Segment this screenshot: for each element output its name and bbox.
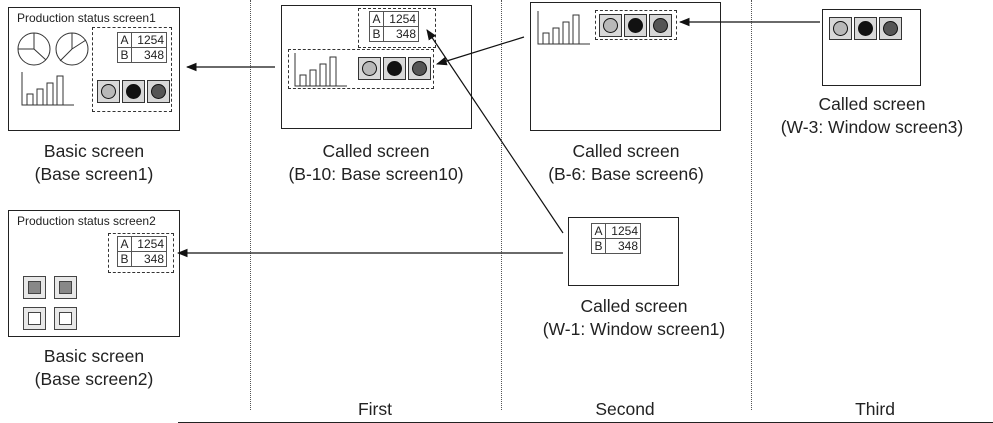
lamp-black [387, 61, 402, 76]
lamp-icon [879, 17, 902, 40]
bar-graph-icon [294, 53, 347, 87]
lamp-icon [147, 80, 170, 103]
lamp-dark [883, 21, 898, 36]
lamp-icon [599, 14, 622, 37]
caption-w3-line1: Called screen [818, 94, 926, 114]
lamp-icon [624, 14, 647, 37]
caption-b6-line2: (B-6: Base screen6) [548, 164, 704, 184]
switch-inner [28, 312, 41, 325]
caption-w1-line1: Called screen [580, 296, 688, 316]
row-b-value: 348 [383, 26, 419, 42]
lamp-icon [122, 80, 145, 103]
bar-graph-icon [21, 72, 74, 106]
screen-title: Production status screen2 [17, 214, 156, 228]
lamp-dark [653, 18, 668, 33]
data-display-group [108, 233, 174, 273]
data-display-group [92, 27, 172, 112]
switch-icon [23, 307, 46, 330]
column-divider-first [250, 0, 251, 410]
caption-base1-line1: Basic screen [43, 141, 145, 161]
lamp-icon [854, 17, 877, 40]
row-a-value: 1254 [383, 11, 419, 27]
lamp-icon [829, 17, 852, 40]
arrow-icon [435, 36, 525, 66]
lamp-light [833, 21, 848, 36]
lamp-black [126, 84, 141, 99]
bar-graph-icon [537, 11, 590, 45]
switch-icon [54, 307, 77, 330]
lamp-icon [97, 80, 120, 103]
caption-b10-line2: (B-10: Base screen10) [288, 164, 464, 184]
called-screen-w3 [822, 9, 921, 86]
caption-w1-line2: (W-1: Window screen1) [542, 319, 726, 339]
lamp-group [595, 10, 677, 40]
switch-inner [28, 281, 41, 294]
graph-lamp-group [288, 49, 434, 89]
lamp-icon [649, 14, 672, 37]
column-divider-third [751, 0, 752, 410]
lamp-icon [383, 57, 406, 80]
lamp-icon [408, 57, 431, 80]
switch-inner [59, 312, 72, 325]
pie-chart-icon [17, 32, 89, 66]
column-header-third: Third [855, 399, 895, 419]
row-b-value: 348 [605, 238, 641, 254]
caption-base1-line2: (Base screen1) [34, 164, 154, 184]
caption-w3-line2: (W-3: Window screen3) [780, 117, 964, 137]
row-b-label: B [117, 47, 132, 63]
switch-icon [54, 276, 77, 299]
switch-inner [59, 281, 72, 294]
row-b-value: 348 [131, 47, 167, 63]
lamp-light [362, 61, 377, 76]
data-display-group [358, 8, 436, 48]
screen-title: Production status screen1 [17, 11, 156, 25]
lamp-light [603, 18, 618, 33]
lamp-black [858, 21, 873, 36]
caption-base2-line2: (Base screen2) [34, 369, 154, 389]
column-header-second: Second [595, 399, 655, 419]
lamp-dark [151, 84, 166, 99]
caption-base2-line1: Basic screen [43, 346, 145, 366]
arrow-icon [426, 29, 564, 234]
lamp-icon [358, 57, 381, 80]
lamp-black [628, 18, 643, 33]
column-header-first: First [357, 399, 393, 419]
row-a-value: 1254 [131, 32, 167, 48]
lamp-light [101, 84, 116, 99]
caption-b6-line1: Called screen [572, 141, 680, 161]
lamp-dark [412, 61, 427, 76]
column-divider-second [501, 0, 502, 410]
row-b-value: 348 [131, 251, 167, 267]
switch-icon [23, 276, 46, 299]
caption-b10-line1: Called screen [322, 141, 430, 161]
